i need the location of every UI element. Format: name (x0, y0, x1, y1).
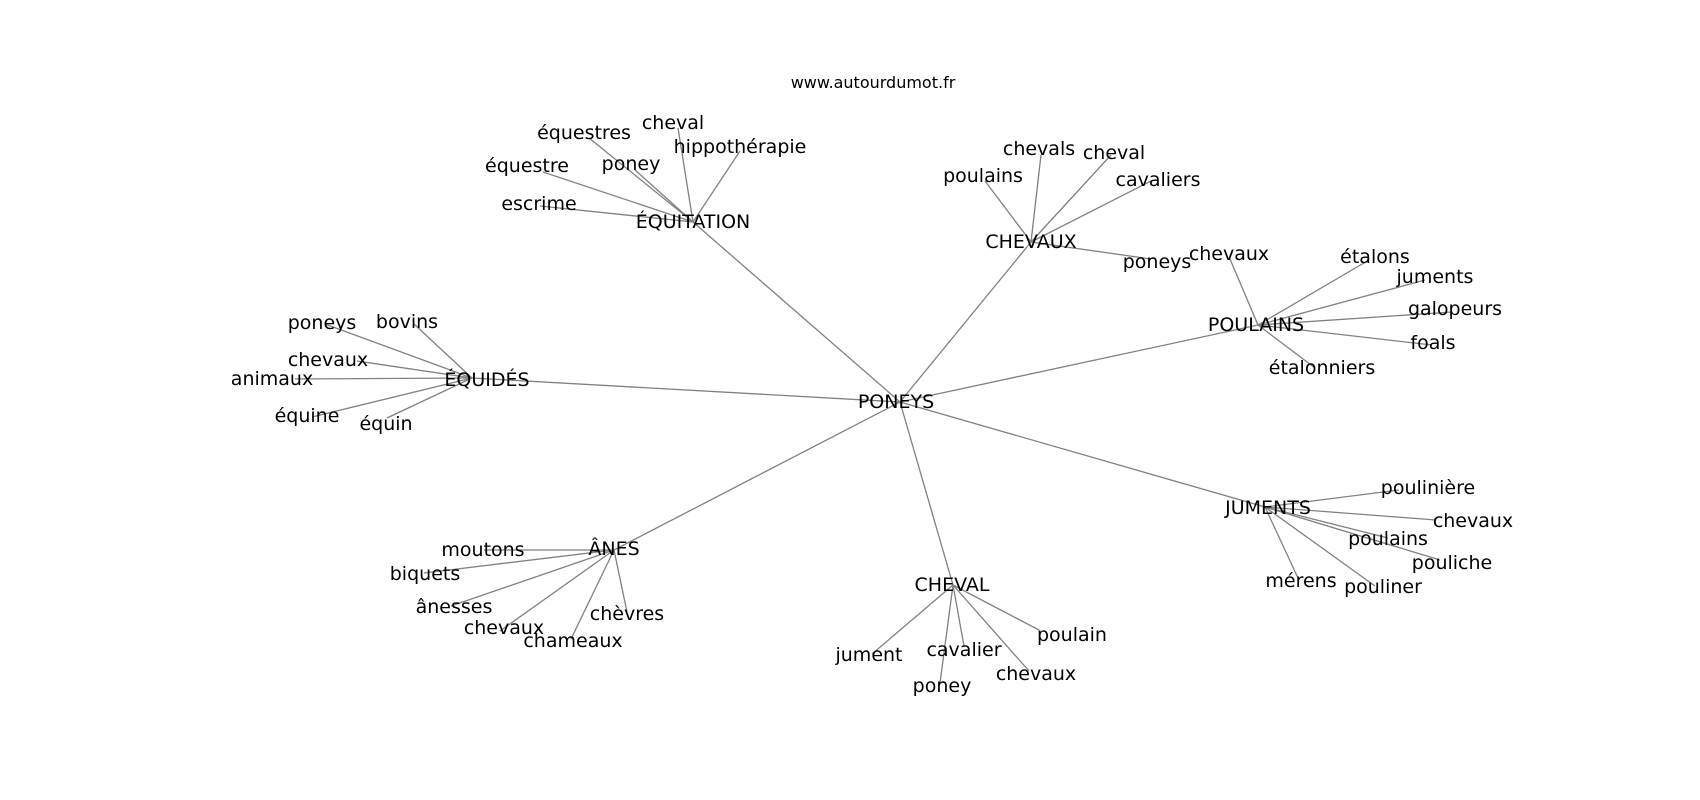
edge-hub-leaf (423, 549, 615, 574)
edge-hub-leaf (324, 323, 473, 379)
edge-hub-leaf (588, 137, 694, 223)
leaf-node-label: chevaux (464, 617, 544, 639)
hub-node-label: ÉQUITATION (636, 210, 751, 233)
leaf-node-label: pouliner (1344, 576, 1422, 598)
edge-hub-leaf (871, 584, 954, 655)
edge-hub-leaf (1229, 258, 1259, 326)
edge-hub-leaf (1264, 506, 1376, 587)
leaf-node-label: chevaux (1189, 243, 1269, 265)
edge-hub-leaf (634, 169, 694, 223)
leaf-node-label: cavaliers (1116, 169, 1201, 191)
leaf-node-label: pouliche (1412, 552, 1492, 574)
edge-hub-leaf (542, 171, 694, 223)
leaf-node-label: cheval (1083, 142, 1145, 164)
leaf-node-label: poulains (1348, 528, 1428, 550)
leaf-node-label: moutons (441, 539, 524, 561)
edge-hub-leaf (1264, 506, 1389, 539)
leaf-node-label: équin (359, 413, 412, 435)
leaf-node-label: animaux (231, 368, 313, 390)
edge-root-hub (899, 401, 954, 586)
edge-hub-leaf (1264, 506, 1437, 521)
hub-node-label: ÂNES (588, 537, 639, 560)
edge-hub-leaf (1257, 311, 1453, 326)
leaf-node-label: poulinière (1381, 477, 1475, 499)
edge-hub-leaf (1257, 324, 1433, 346)
leaf-node-label: juments (1396, 266, 1474, 288)
edge-hub-leaf (692, 150, 741, 223)
graph-edges (294, 127, 1453, 684)
edge-hub-leaf (1030, 154, 1042, 243)
leaf-node-label: bovins (376, 311, 438, 333)
leaf-node-label: poulains (943, 165, 1023, 187)
edge-hub-leaf (677, 127, 694, 223)
edge-hub-leaf (939, 584, 954, 684)
edge-hub-leaf (450, 549, 615, 607)
leaf-node-label: poneys (1123, 251, 1192, 273)
leaf-node-label: chameaux (523, 630, 622, 652)
leaf-node-label: poulain (1037, 624, 1107, 646)
leaf-node-label: équestres (537, 122, 631, 144)
edge-hub-leaf (952, 584, 965, 647)
leaf-node-label: foals (1410, 332, 1455, 354)
edge-hub-leaf (1257, 259, 1370, 326)
leaf-node-label: poney (913, 675, 972, 697)
edge-root-hub (613, 401, 901, 551)
hub-node-label: CHEVAUX (985, 231, 1076, 253)
edge-hub-leaf (952, 584, 1040, 631)
hub-node-label: ÉQUIDÉS (444, 368, 529, 391)
edge-hub-leaf (1264, 506, 1441, 561)
edge-hub-leaf (356, 360, 473, 379)
edge-hub-leaf (570, 549, 615, 640)
edge-root-hub (899, 241, 1032, 403)
leaf-node-label: équestre (485, 155, 569, 177)
edge-hub-leaf (1030, 241, 1152, 260)
edge-hub-leaf (952, 584, 1030, 672)
edge-hub-leaf (1030, 154, 1112, 243)
leaf-node-label: étalonniers (1269, 357, 1375, 379)
leaf-node-label: mérens (1265, 570, 1336, 592)
leaf-node-label: ânesses (416, 596, 493, 618)
leaf-node-label: poney (602, 153, 661, 175)
edge-hub-leaf (613, 549, 628, 613)
edge-root-hub (899, 401, 1266, 508)
leaf-node-label: escrime (501, 193, 576, 215)
leaf-node-label: cavalier (926, 639, 1001, 661)
edge-root-hub (692, 221, 901, 403)
edge-hub-leaf (1264, 489, 1400, 508)
leaf-node-label: poneys (288, 312, 357, 334)
source-url: www.autourdumot.fr (791, 73, 956, 92)
hub-node-label: CHEVAL (915, 574, 990, 596)
leaf-node-label: équine (275, 405, 340, 427)
leaf-node-label: chevaux (288, 349, 368, 371)
edge-hub-leaf (499, 549, 615, 632)
edge-hub-leaf (294, 377, 473, 380)
edge-hub-leaf (1257, 324, 1316, 369)
root-node-label: PONEYS (858, 391, 934, 413)
leaf-node-label: jument (834, 644, 902, 666)
edge-root-hub (899, 324, 1259, 403)
leaf-node-label: hippothérapie (674, 136, 807, 158)
edge-hub-leaf (413, 323, 473, 379)
hub-node-label: POULAINS (1208, 314, 1304, 336)
leaf-node-label: chevaux (1433, 510, 1513, 532)
leaf-node-label: étalons (1340, 246, 1410, 268)
edge-hub-leaf (386, 377, 473, 419)
hub-node-label: JUMENTS (1224, 497, 1311, 519)
edge-hub-leaf (1257, 279, 1426, 326)
leaf-node-label: chevaux (996, 663, 1076, 685)
leaf-node-label: biquets (390, 563, 460, 585)
edge-hub-leaf (539, 205, 694, 223)
edge-hub-leaf (311, 377, 473, 418)
leaf-node-label: cheval (642, 112, 704, 134)
edge-root-hub (471, 377, 901, 403)
leaf-node-label: chevals (1003, 138, 1075, 160)
edge-hub-leaf (1030, 180, 1152, 243)
edge-hub-leaf (984, 180, 1032, 243)
leaf-node-label: chèvres (590, 603, 664, 625)
edge-hub-leaf (1264, 506, 1299, 579)
leaf-node-label: galopeurs (1408, 298, 1502, 320)
